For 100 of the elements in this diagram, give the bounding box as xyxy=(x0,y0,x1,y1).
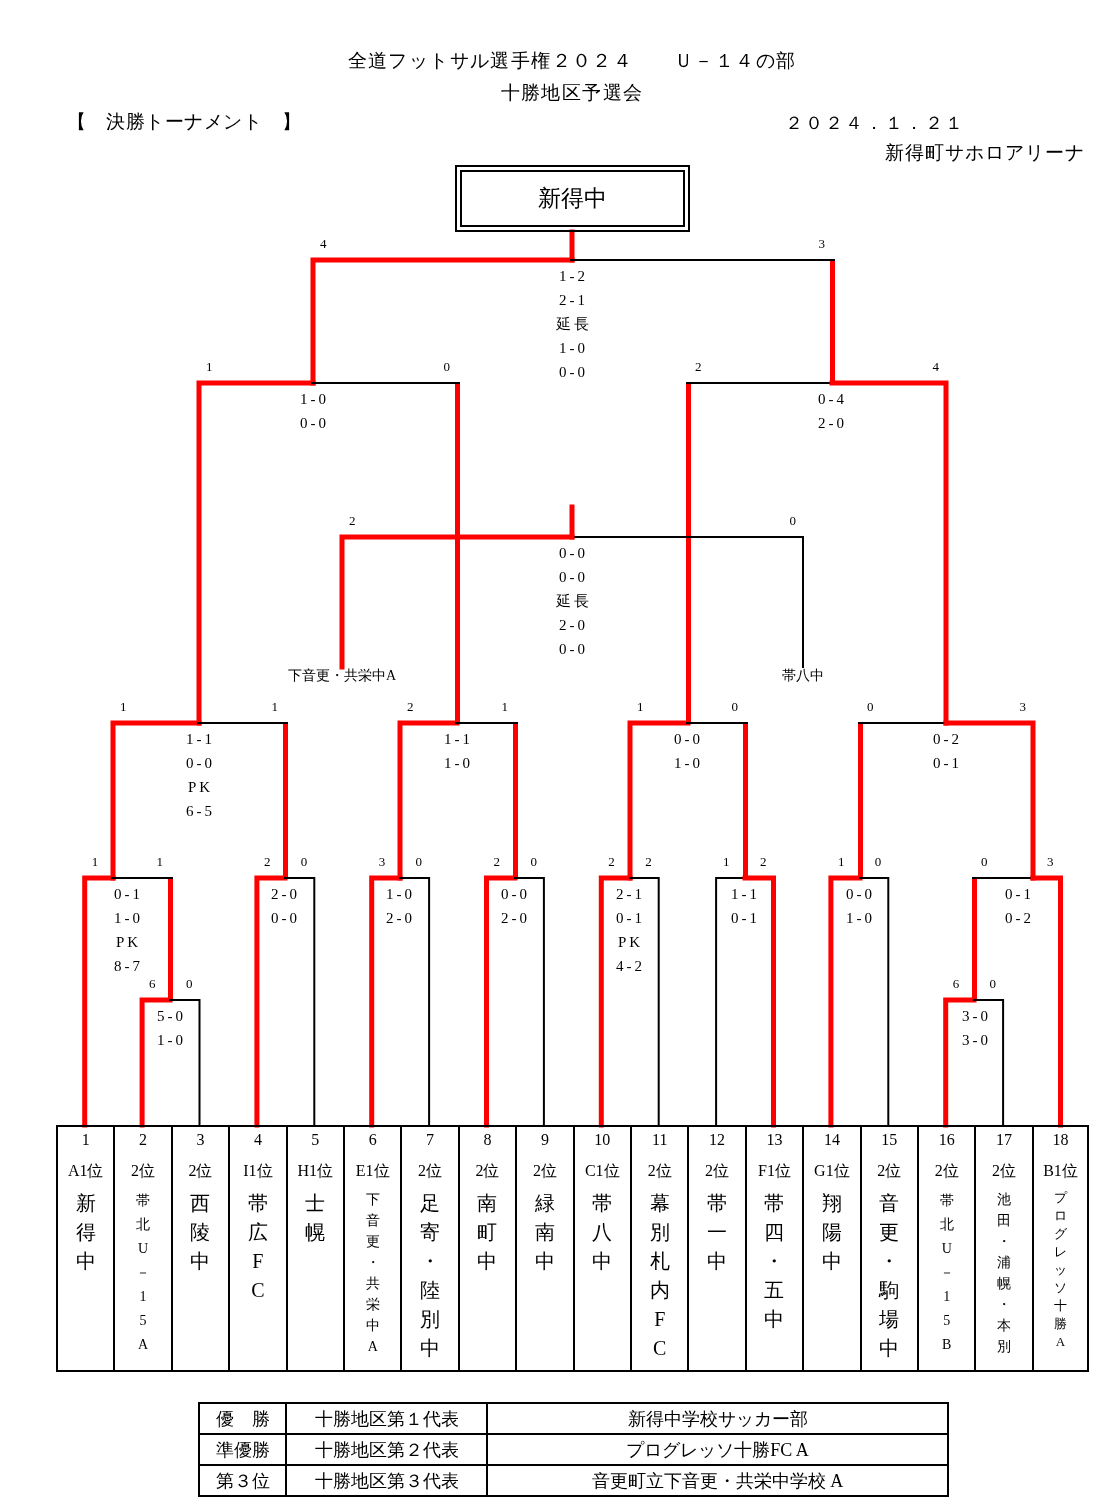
seed-label: F1位 xyxy=(758,1161,791,1181)
team-box xyxy=(170,1125,229,1372)
seed-label: 2位 xyxy=(647,1161,672,1181)
title: 全道フットサル選手権２０２４ Ｕ－１４の部 xyxy=(347,49,797,73)
bracket-line xyxy=(973,877,1034,1001)
bracket-line xyxy=(139,997,173,1128)
team-name: 南町中 xyxy=(476,1191,500,1274)
seed-label: H1位 xyxy=(297,1161,334,1181)
match-score: 1-2 2-1 延長 1-0 0-0 xyxy=(552,260,592,384)
table-cell: 音更町立下音更・共栄中学校 A xyxy=(487,1465,948,1496)
seed-label: I1位 xyxy=(243,1161,273,1181)
team-number: 6 xyxy=(368,1130,377,1150)
team-box xyxy=(285,1125,343,1372)
match-score: 5-0 1-0 xyxy=(150,1000,190,1052)
team-name: 帯広FC xyxy=(246,1191,271,1303)
team-number: 2 xyxy=(139,1130,148,1150)
bracket-line xyxy=(943,997,977,1128)
team-name: 翔陽中 xyxy=(820,1191,845,1274)
date-text: ２０２４．１．２１ xyxy=(785,112,965,135)
bracket-line xyxy=(284,877,316,1126)
team-name: 帯八中 xyxy=(591,1191,615,1274)
team-number: 7 xyxy=(426,1130,435,1150)
team-name: 音更・駒場中 xyxy=(877,1191,902,1361)
bracket-line xyxy=(859,877,890,1126)
bracket-line xyxy=(687,382,833,724)
table-cell: 新得中学校サッカー部 xyxy=(487,1403,948,1434)
match-score: 0-0 1-0 xyxy=(839,878,879,930)
team-name: 足寄・陸別中 xyxy=(419,1191,443,1361)
match-score: 0-0 0-0 延長 2-0 0-0 xyxy=(552,537,592,661)
bracket-line xyxy=(828,875,863,1128)
champion-box: 新得中 xyxy=(455,165,690,232)
match-score: 2-0 0-0 xyxy=(264,878,304,930)
seed-label: 2位 xyxy=(418,1161,443,1181)
team-name: 緑南中 xyxy=(533,1191,558,1274)
team-box xyxy=(687,1125,745,1372)
match-score: 1-0 2-0 xyxy=(379,878,419,930)
seed-label: 2位 xyxy=(532,1161,557,1181)
team-box xyxy=(917,1125,975,1372)
team-box xyxy=(228,1125,286,1372)
team-box xyxy=(744,1125,803,1372)
team-box xyxy=(572,1125,630,1372)
team-number: 14 xyxy=(823,1130,840,1150)
seed-label: 2位 xyxy=(705,1161,730,1181)
team-name: 帯四・五中 xyxy=(763,1191,787,1332)
bracket-line xyxy=(369,875,403,1128)
team-box xyxy=(974,1125,1032,1372)
bracket-line xyxy=(973,999,1005,1126)
bracket-line xyxy=(629,877,660,1126)
bracket-line xyxy=(687,722,746,879)
table-cell: 優 勝 xyxy=(199,1403,286,1434)
team-name: プログレッソ十勝A xyxy=(1053,1189,1070,1351)
bracket-line xyxy=(312,382,458,724)
bracket-line xyxy=(514,877,545,1126)
table-cell: 十勝地区第２代表 xyxy=(286,1434,487,1465)
subtitle: 十勝地区予選会 xyxy=(500,81,644,105)
team-box xyxy=(457,1125,516,1372)
seed-label: E1位 xyxy=(355,1161,390,1181)
seed-label: 2位 xyxy=(475,1161,500,1181)
team-number: 12 xyxy=(709,1130,726,1150)
bracket-line xyxy=(112,877,171,1001)
match-score: 0-1 1-0 PK 8-7 xyxy=(107,878,147,978)
bracket-line xyxy=(484,875,518,1128)
team-name: 帯北U－15A xyxy=(135,1192,153,1354)
bracket-line xyxy=(399,877,431,1126)
team-number: 3 xyxy=(196,1130,205,1150)
venue-text: 新得町サホロアリーナ xyxy=(885,141,1085,165)
seed-label: 2位 xyxy=(877,1161,902,1181)
bracket-line xyxy=(82,875,116,1128)
team-number: 9 xyxy=(540,1130,549,1150)
match-score: 0-1 0-2 xyxy=(998,878,1038,930)
table-cell: 準優勝 xyxy=(199,1434,286,1465)
team-number: 4 xyxy=(253,1130,262,1150)
team-label: 帯八中 xyxy=(782,667,824,685)
match-score: 0-0 1-0 xyxy=(667,723,707,775)
table-cell: 十勝地区第１代表 xyxy=(286,1403,487,1434)
team-name: 帯北U－15B xyxy=(938,1192,957,1354)
team-box xyxy=(802,1125,860,1372)
team-box xyxy=(1031,1125,1090,1372)
team-box xyxy=(859,1125,917,1372)
seed-label: 2位 xyxy=(188,1161,213,1181)
seed-label: 2位 xyxy=(934,1161,959,1181)
bracket-line xyxy=(715,877,746,1126)
seed-label: 2位 xyxy=(131,1161,156,1181)
bracket-line xyxy=(254,875,288,1128)
seed-label: 2位 xyxy=(992,1161,1017,1181)
match-score: 3-0 3-0 xyxy=(955,1000,995,1052)
team-number: 15 xyxy=(881,1130,898,1150)
team-box xyxy=(113,1125,171,1372)
table-cell: 第３位 xyxy=(199,1465,286,1496)
team-name: 新得中 xyxy=(74,1191,99,1274)
team-number: 8 xyxy=(483,1130,492,1150)
seed-label: B1位 xyxy=(1043,1161,1078,1181)
team-box xyxy=(400,1125,458,1372)
bracket-line xyxy=(569,504,575,540)
bracket-line xyxy=(1030,875,1063,1128)
seed-label: G1位 xyxy=(814,1161,850,1181)
match-score: 0-4 2-0 xyxy=(811,383,851,435)
team-number: 5 xyxy=(311,1130,320,1150)
team-number: 18 xyxy=(1052,1130,1069,1150)
team-name: 幕別札内FC xyxy=(648,1191,673,1361)
